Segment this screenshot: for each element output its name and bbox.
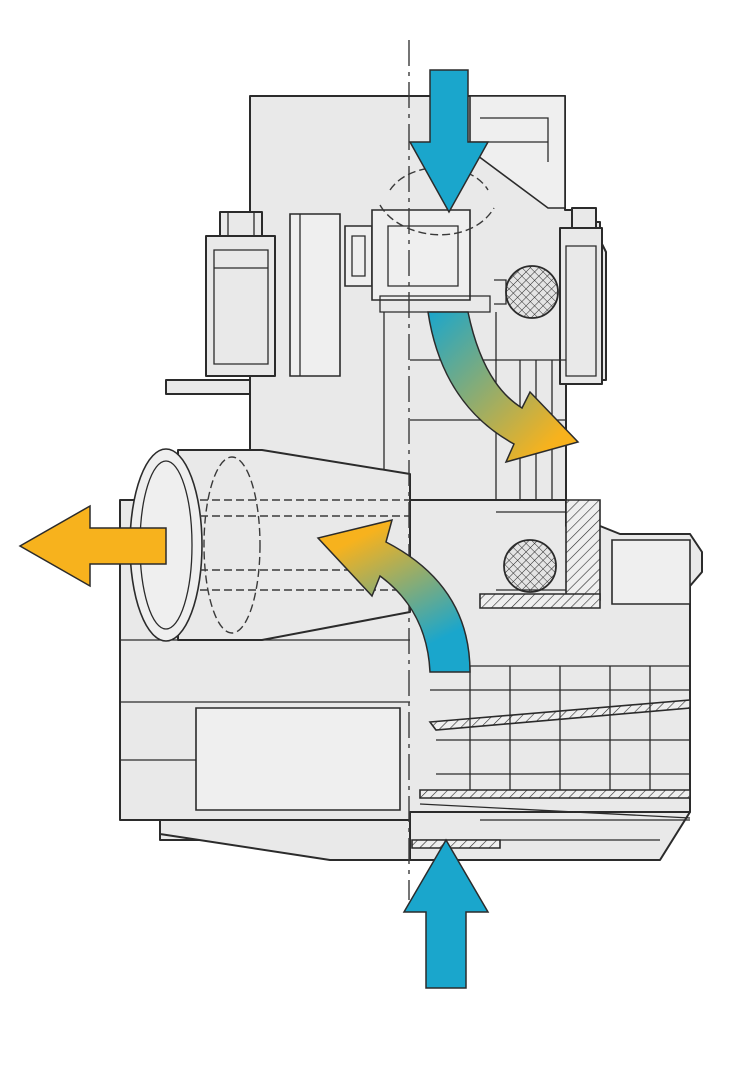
curved-flow-arrow-right	[427, 311, 580, 464]
curved-flow-arrow-left	[316, 518, 471, 673]
inlet-arrow-bottom	[402, 838, 490, 989]
inlet-arrow-top	[408, 69, 490, 214]
airflow-arrows	[18, 69, 580, 989]
motor-housing	[165, 95, 607, 501]
outlet-arrow-left	[18, 504, 167, 588]
